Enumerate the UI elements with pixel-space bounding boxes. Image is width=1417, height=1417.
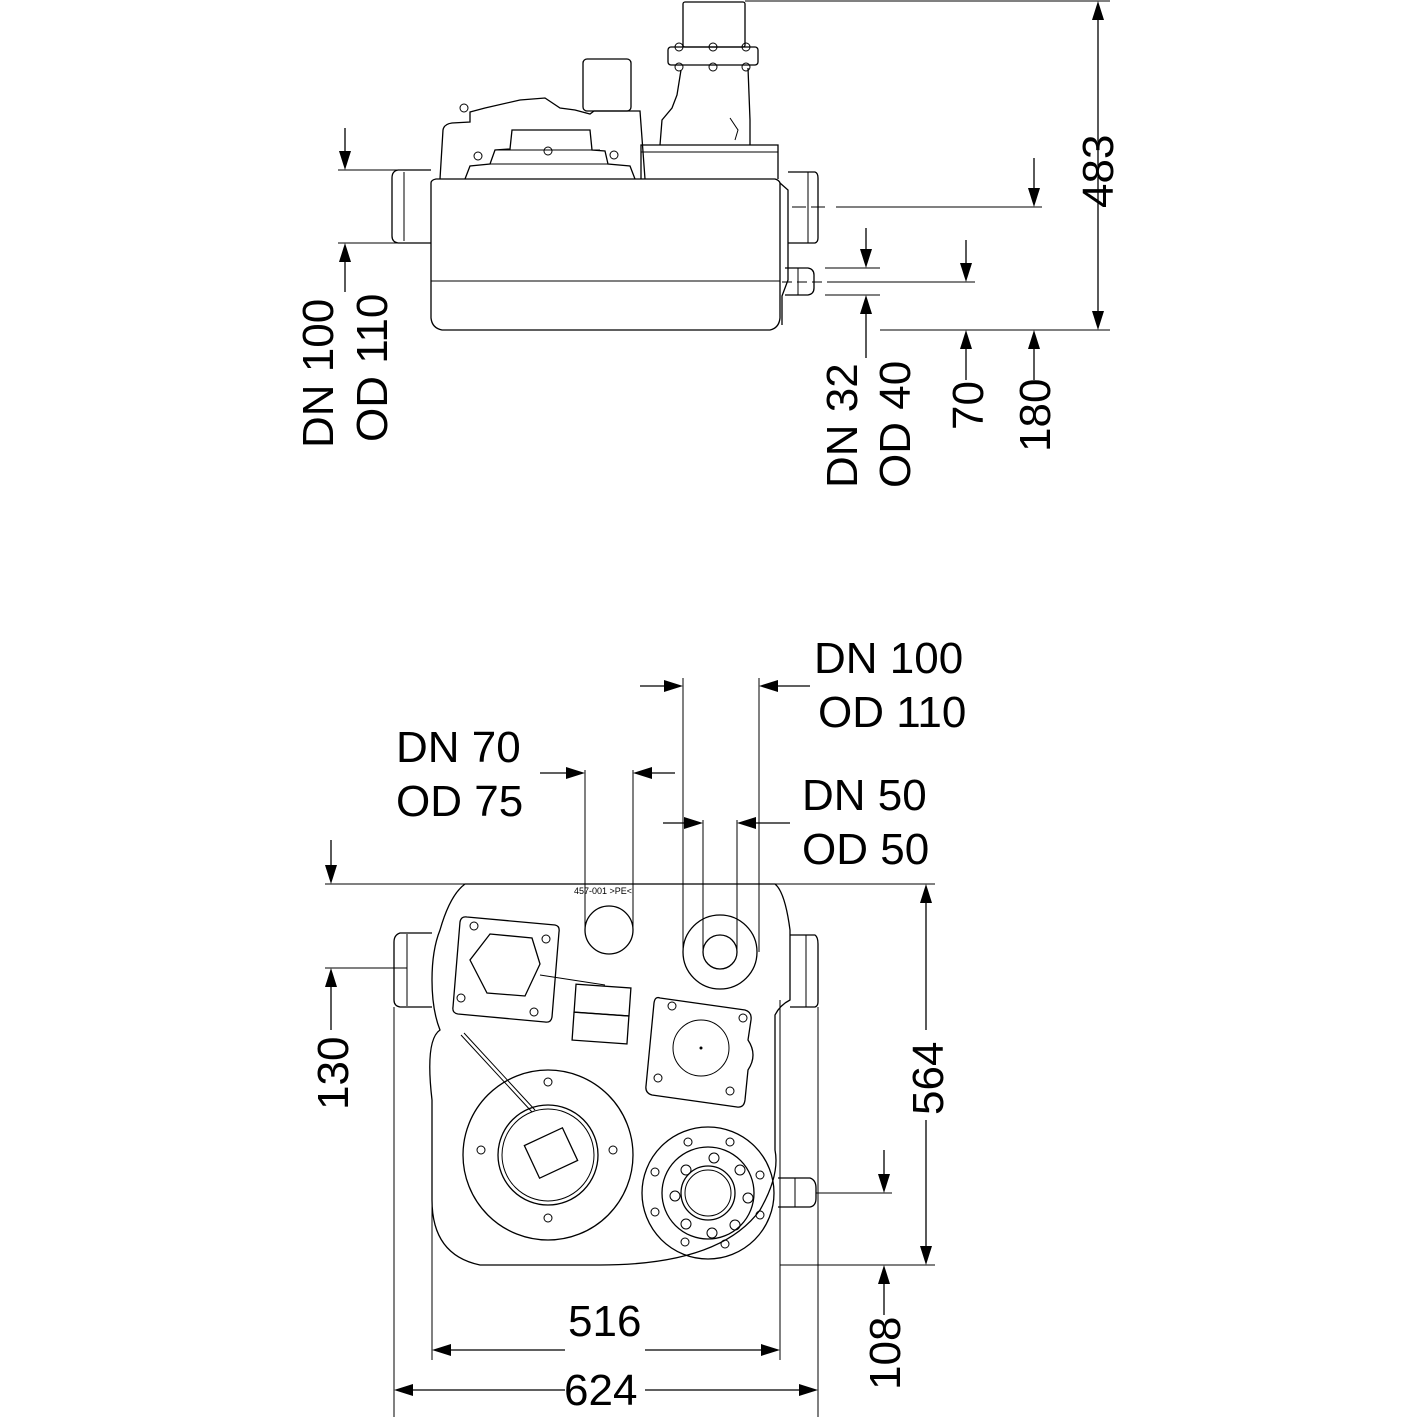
dim-od75-label: OD 75 <box>396 777 523 826</box>
top-right-inlet <box>790 934 819 1008</box>
dim-108-label: 108 <box>861 1317 910 1390</box>
dim-516-label: 516 <box>568 1297 641 1346</box>
inlet-dn70-opening <box>584 905 634 955</box>
dim-dn70: DN 70 OD 75 <box>396 723 675 930</box>
right-inlet-pipe <box>788 171 830 244</box>
inlet-dn100-opening <box>682 914 758 990</box>
dim-624: 624 <box>393 1007 819 1417</box>
dim-left-inlet-od: OD 110 <box>348 294 397 442</box>
top-small-inlet <box>778 1177 817 1208</box>
part-marking: 457-001 >PE< <box>574 886 632 896</box>
dim-dn100-top: DN 100 OD 110 <box>640 634 966 952</box>
motor-housing <box>439 58 646 180</box>
dim-624-label: 624 <box>564 1366 637 1415</box>
inspection-plate <box>452 916 606 1023</box>
cover-plate <box>645 996 754 1108</box>
top-view: 457-001 >PE< DN 70 OD 75 DN 100 OD 110 <box>309 634 966 1417</box>
dim-483-label: 483 <box>1074 135 1123 208</box>
discharge-flange <box>641 1126 775 1260</box>
dim-small-inlet-od: OD 40 <box>871 361 920 488</box>
dim-height-180: 180 <box>836 158 1060 452</box>
discharge-pipe <box>640 1 779 179</box>
dim-564: 564 <box>780 884 953 1266</box>
dim-od50-label: OD 50 <box>802 825 929 874</box>
dim-70-label: 70 <box>944 381 993 430</box>
dim-small-inlet: DN 32 OD 40 <box>818 228 920 488</box>
control-module <box>571 983 632 1045</box>
dim-dn70-label: DN 70 <box>396 723 521 772</box>
dim-108: 108 <box>816 1150 910 1390</box>
pump-flange <box>460 1032 634 1241</box>
dim-height-483: 483 <box>745 0 1123 331</box>
dim-130-label: 130 <box>309 1037 358 1110</box>
dim-516: 516 <box>431 1265 781 1360</box>
dim-dn100-top-label: DN 100 <box>814 634 963 683</box>
dim-130: 130 <box>309 840 407 1110</box>
tank-body-side <box>430 178 789 331</box>
dim-564-label: 564 <box>904 1042 953 1115</box>
top-left-inlet <box>393 932 432 1008</box>
dim-180-label: 180 <box>1011 379 1060 452</box>
dim-dn50: DN 50 OD 50 <box>663 771 929 952</box>
tank-body-top <box>429 883 791 1266</box>
dim-height-70: 70 <box>828 240 993 430</box>
small-inlet-pipe <box>782 267 828 296</box>
dim-small-inlet-dn: DN 32 <box>818 363 867 488</box>
dim-left-inlet-dn: DN 100 <box>294 299 343 448</box>
dim-od110-top-label: OD 110 <box>818 688 966 737</box>
dim-left-inlet: DN 100 OD 110 <box>294 128 404 448</box>
dim-dn50-label: DN 50 <box>802 771 927 820</box>
left-inlet-pipe <box>391 169 431 244</box>
side-view: 483 DN 100 OD 110 DN 32 OD 40 <box>294 0 1123 488</box>
